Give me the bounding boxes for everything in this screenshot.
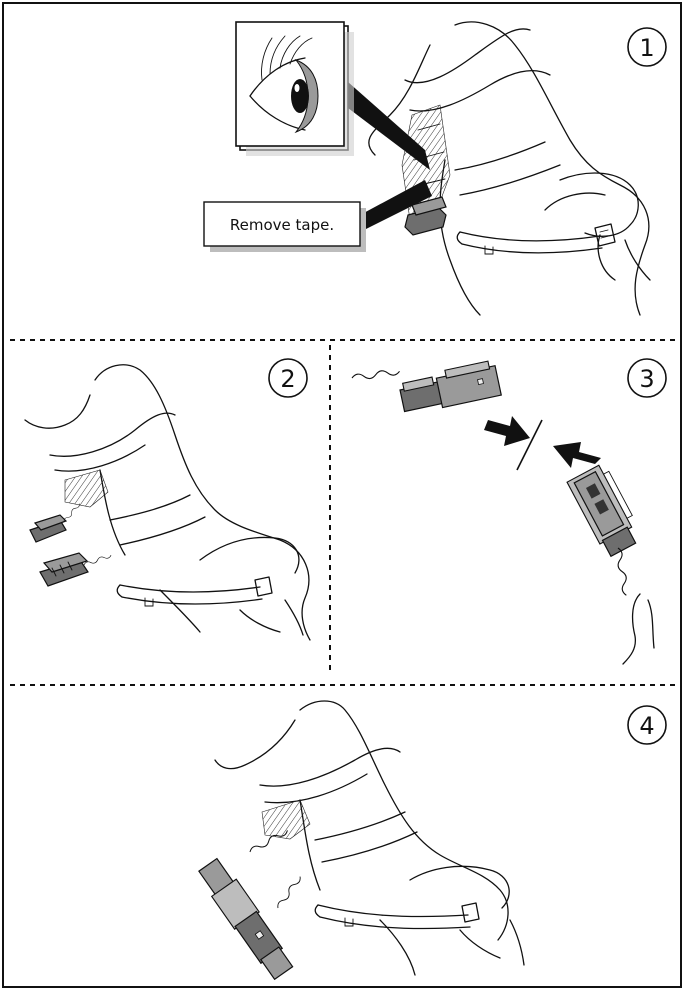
panel-step-1: 1 <box>204 22 666 315</box>
step-4-number: 4 <box>639 712 654 740</box>
connector-illustration-3 <box>352 360 654 664</box>
callout-text: Remove tape. <box>230 216 334 234</box>
arm-illustration-1 <box>369 22 650 315</box>
step-3-number: 3 <box>639 365 654 393</box>
panel-step-2: 2 <box>25 359 310 640</box>
arm-illustration-2 <box>25 365 310 640</box>
panel-step-3: 3 <box>352 359 666 664</box>
arm-illustration-4 <box>196 701 524 982</box>
arrow-icon <box>484 416 601 470</box>
callout-remove-tape: Remove tape. <box>204 180 432 252</box>
step-2-number: 2 <box>280 365 295 393</box>
eye-inset <box>236 22 430 170</box>
step-1-number: 1 <box>639 34 654 62</box>
panel-step-4: 4 <box>196 701 666 982</box>
